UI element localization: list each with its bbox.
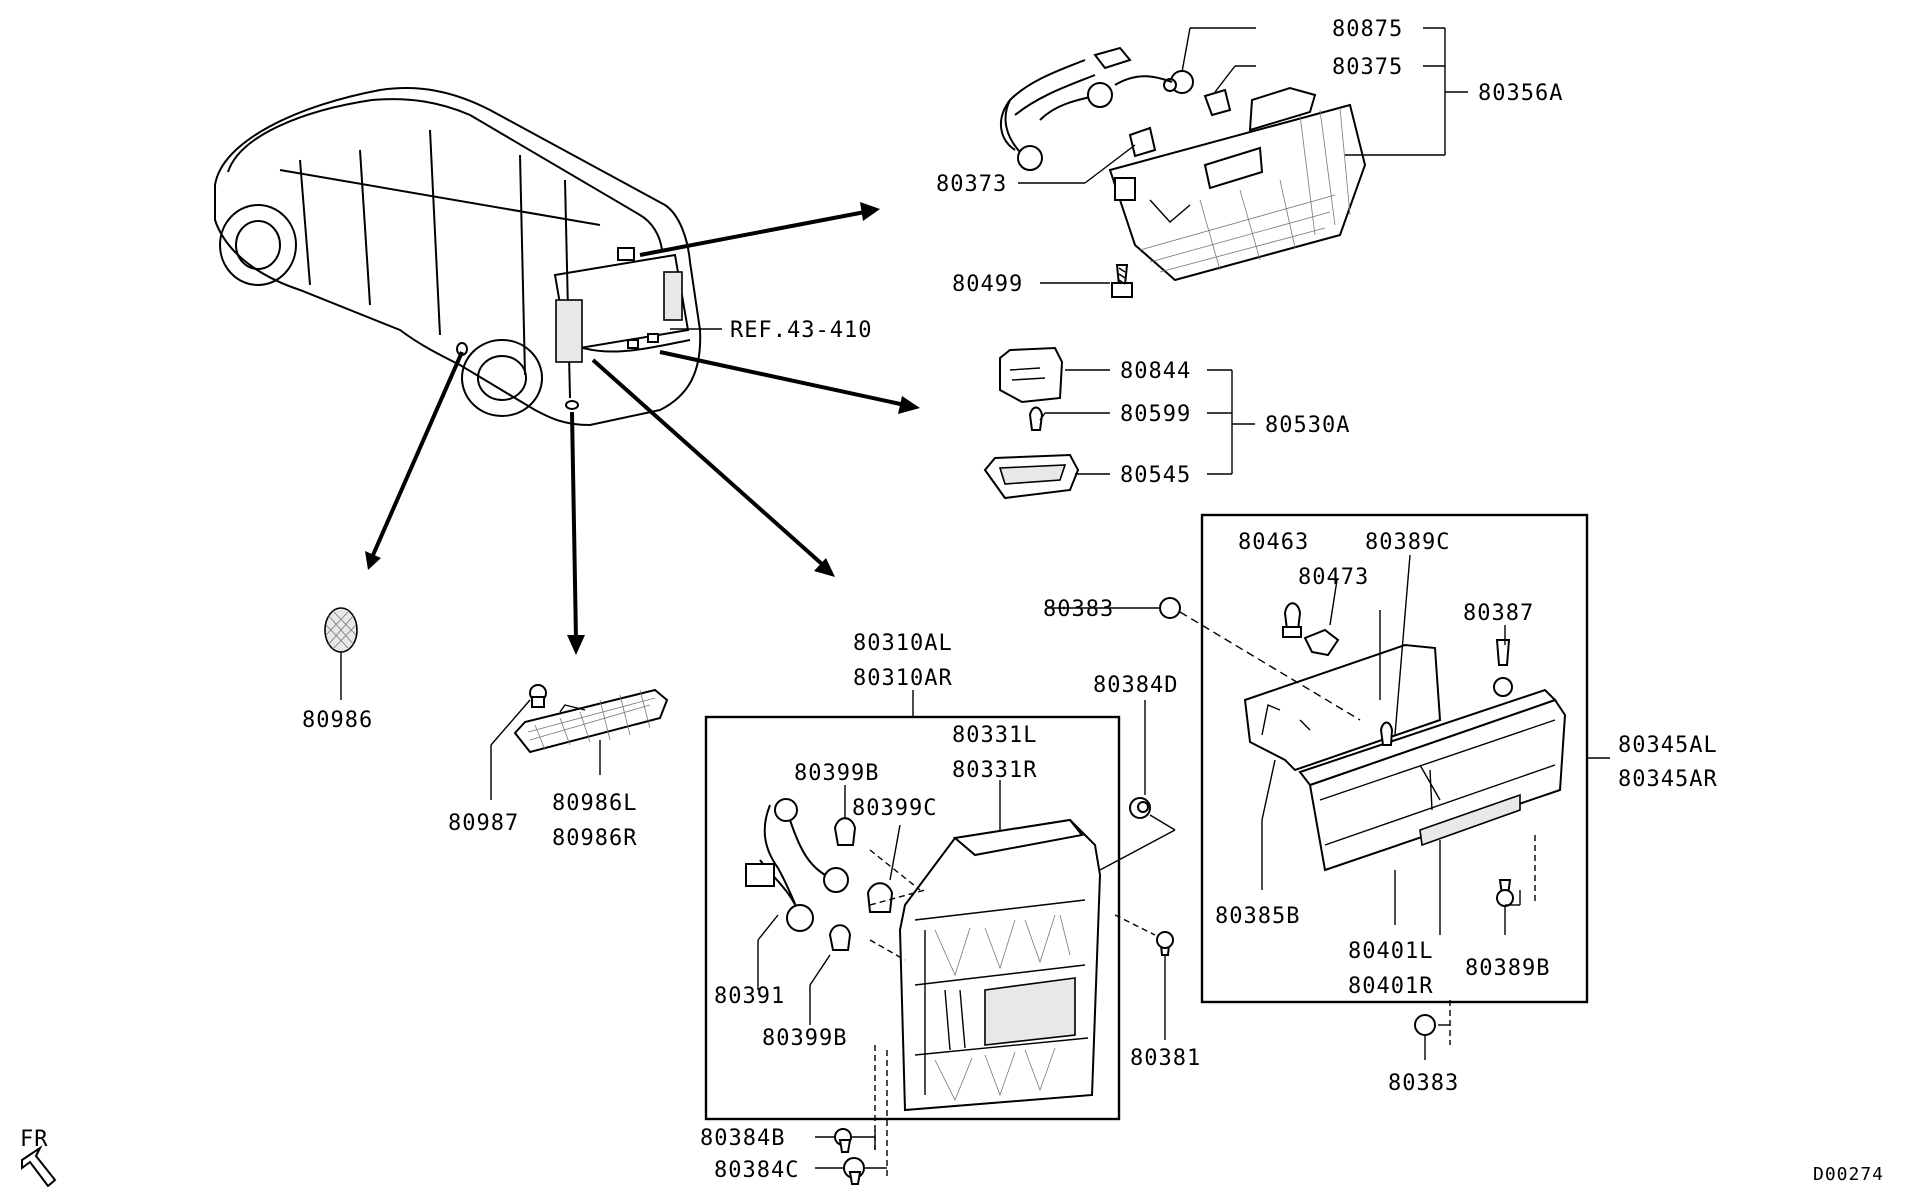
label-80384C: 80384C — [714, 1158, 799, 1183]
label-80391: 80391 — [714, 984, 785, 1009]
label-80384B: 80384B — [700, 1126, 785, 1151]
label-80387: 80387 — [1463, 601, 1534, 626]
label-80389B: 80389B — [1465, 956, 1550, 981]
label-80373: 80373 — [936, 172, 1007, 197]
label-fr: FR — [20, 1127, 49, 1152]
side-marker-lamp — [324, 607, 358, 653]
label-80986R: 80986R — [552, 826, 637, 851]
label-80499: 80499 — [952, 272, 1023, 297]
label-80599: 80599 — [1120, 402, 1191, 427]
label-80310AR: 80310AR — [853, 666, 953, 691]
tail-lamp — [745, 798, 1102, 1112]
label-80385B: 80385B — [1215, 904, 1300, 929]
label-80986: 80986 — [302, 708, 373, 733]
label-ref-43-410: REF.43-410 — [730, 318, 872, 343]
label-80331R: 80331R — [952, 758, 1037, 783]
label-80401R: 80401R — [1348, 974, 1433, 999]
vehicle-illustration — [214, 87, 702, 427]
label-80375: 80375 — [1332, 55, 1403, 80]
label-80345AL: 80345AL — [1618, 733, 1718, 758]
label-80310AL: 80310AL — [853, 631, 953, 656]
high-mount-stop-lamp — [1000, 46, 1367, 298]
label-80345AR: 80345AR — [1618, 767, 1718, 792]
label-80401L: 80401L — [1348, 939, 1433, 964]
label-80399B-lower: 80399B — [762, 1026, 847, 1051]
label-80875: 80875 — [1332, 17, 1403, 42]
label-80389C: 80389C — [1365, 530, 1450, 555]
fasteners — [834, 597, 1436, 1185]
label-80473: 80473 — [1298, 565, 1369, 590]
label-80986L: 80986L — [552, 791, 637, 816]
front-direction-arrow-icon — [21, 1145, 57, 1187]
label-80545: 80545 — [1120, 463, 1191, 488]
label-80399B-upper: 80399B — [794, 761, 879, 786]
label-80987: 80987 — [448, 811, 519, 836]
label-80463: 80463 — [1238, 530, 1309, 555]
label-80530A: 80530A — [1265, 413, 1350, 438]
diagram-code: D00274 — [1813, 1164, 1884, 1185]
license-plate-lamp — [983, 346, 1080, 500]
rear-reflector — [513, 684, 669, 754]
leader-lines — [340, 27, 1610, 1180]
callout-arrows — [365, 202, 920, 655]
part-number-labels: 80875 80375 80356A 80373 80499 REF.43-41… — [20, 17, 1884, 1185]
label-80383-upper: 80383 — [1043, 597, 1114, 622]
label-80844: 80844 — [1120, 359, 1191, 384]
label-80383-lower: 80383 — [1388, 1071, 1459, 1096]
label-80384D: 80384D — [1093, 673, 1178, 698]
rear-garnish — [1243, 602, 1567, 907]
label-80331L: 80331L — [952, 723, 1037, 748]
label-80399C: 80399C — [852, 796, 937, 821]
label-80381: 80381 — [1130, 1046, 1201, 1071]
label-80356A: 80356A — [1478, 81, 1563, 106]
